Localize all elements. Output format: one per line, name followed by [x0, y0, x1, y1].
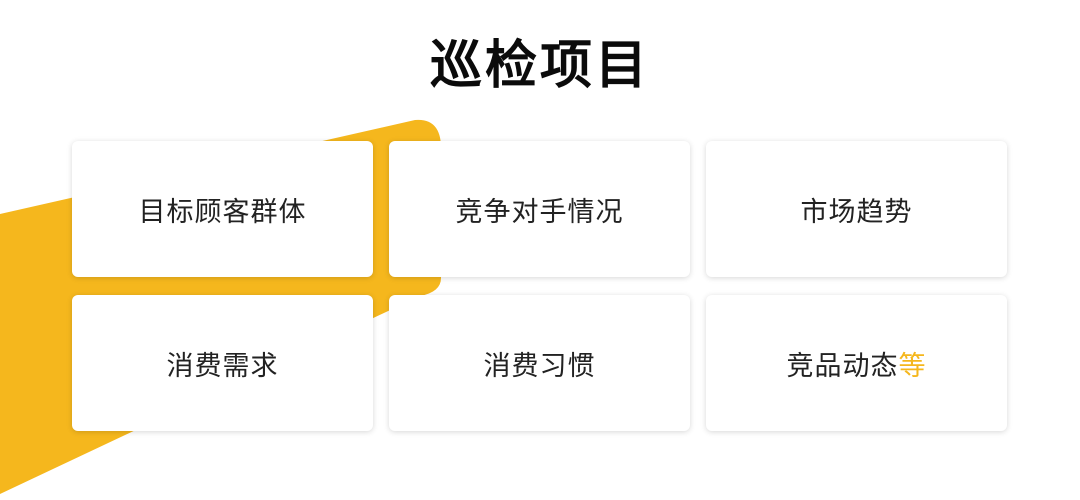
item-label: 消费需求 [166, 350, 279, 382]
item-card-target-customers: 目标顾客群体 [72, 141, 373, 277]
item-label: 目标顾客群体 [138, 196, 307, 228]
item-card-competitor-products: 竞品动态等 [706, 295, 1007, 431]
item-label: 竞争对手情况 [455, 196, 624, 228]
item-accent-suffix: 等 [898, 350, 927, 382]
item-card-market-trends: 市场趋势 [706, 141, 1007, 277]
inspection-items-grid: 目标顾客群体 竞争对手情况 市场趋势 消费需求 消费习惯 竞品动态等 [72, 141, 1008, 431]
item-card-competitors: 竞争对手情况 [389, 141, 690, 277]
item-label: 市场趋势 [800, 196, 913, 228]
item-label: 竞品动态 [786, 350, 899, 382]
page-title: 巡检项目 [429, 36, 650, 96]
item-label: 消费习惯 [483, 350, 596, 382]
item-card-consumer-habits: 消费习惯 [389, 295, 690, 431]
item-card-consumer-demand: 消费需求 [72, 295, 373, 431]
